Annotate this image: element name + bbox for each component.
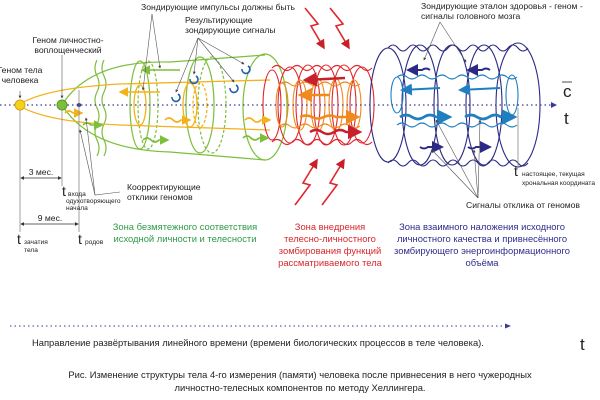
t-present-sub: настоящее, текущая: [522, 171, 585, 178]
green-zone-arrows: [64, 65, 272, 145]
genome-personal-label: Геном личностно-воплощенческий: [32, 35, 103, 55]
t-birth: t: [78, 231, 82, 247]
probing-should-be-label: Зондирующие импульсы должны быть: [141, 2, 296, 12]
axis-arrowhead: [551, 102, 557, 108]
interval-3-label: 3 мес.: [29, 167, 54, 177]
t-present: t: [514, 163, 518, 179]
genome-personal-dot: [56, 99, 68, 111]
lightning-bolts: [294, 7, 350, 206]
c-axis-label: c: [563, 82, 572, 101]
pointer-lines: [18, 13, 482, 199]
time-lines: [19, 90, 519, 232]
blue-curl-arrows: [171, 65, 251, 103]
cyan-inner-cylinder: [390, 74, 519, 128]
blue-zone-arrows: [399, 64, 518, 153]
probing-standard-label: Зондирующие эталон здоровья - геном -сиг…: [421, 1, 583, 21]
red-zone-arrows: [297, 72, 363, 140]
t-conception: t: [17, 231, 21, 247]
t-present-line2: хрональная координата: [522, 180, 595, 187]
genome-body-dot: [14, 99, 26, 111]
response-signals-label: Сигналы отклика от геномов: [466, 200, 580, 210]
t-birth-sub: родов: [85, 239, 104, 246]
bottom-axis-arrowhead: [505, 323, 511, 329]
figure-caption: Рис. Изменение структуры тела 4-го измер…: [68, 369, 532, 393]
t-entry: t: [62, 183, 66, 199]
bottom-t-label: t: [580, 335, 585, 354]
time-direction-caption: Направление развёртывания линейного врем…: [32, 337, 484, 348]
interval-arrows: [20, 176, 79, 226]
interval-9-label: 9 мес.: [38, 213, 63, 223]
t-axis-label: t: [564, 109, 569, 128]
